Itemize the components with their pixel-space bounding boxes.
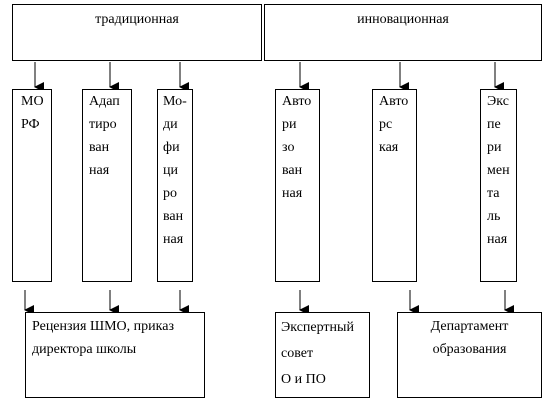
- adapted-line: ная: [89, 163, 110, 178]
- modified-line: ро: [163, 186, 177, 201]
- expert-council-line: О и ПО: [281, 372, 326, 387]
- traditional-box: традиционная: [12, 4, 262, 61]
- modified-line: ди: [163, 117, 178, 132]
- authorized-box: Авто ри зо ван ная: [275, 89, 320, 282]
- expert-council-line: Экспертный: [281, 320, 354, 335]
- department-box: Департамент образования: [397, 312, 542, 398]
- modified-box: Мо- ди фи ци ро ван ная: [157, 89, 193, 282]
- modified-line: ван: [163, 209, 184, 224]
- experimental-line: Экс: [487, 94, 509, 109]
- expert-council-box: Экспертный совет О и ПО: [275, 312, 370, 398]
- author-line: кая: [379, 140, 399, 155]
- department-line: Департамент: [430, 319, 509, 334]
- adapted-box: Адап тиро ван ная: [82, 89, 132, 282]
- adapted-line: тиро: [89, 117, 117, 132]
- review-traditional-line: Рецензия ШМО, приказ: [32, 319, 174, 334]
- traditional-label: традиционная: [95, 12, 179, 27]
- experimental-line: ль: [487, 209, 501, 224]
- experimental-line: мен: [487, 163, 510, 178]
- authorized-line: ван: [282, 163, 303, 178]
- experimental-box: Экс пе ри мен та ль ная: [480, 89, 517, 282]
- mo-rf-line: МО: [21, 94, 44, 109]
- modified-line: ная: [163, 232, 184, 247]
- innovative-box: инновационная: [264, 4, 542, 61]
- author-box: Авто рс кая: [372, 89, 417, 282]
- adapted-line: ван: [89, 140, 110, 155]
- mo-rf-line: РФ: [21, 117, 40, 132]
- authorized-line: Авто: [282, 94, 312, 109]
- review-traditional-line: директора школы: [32, 342, 137, 357]
- authorized-line: ная: [282, 186, 303, 201]
- author-line: Авто: [379, 94, 409, 109]
- innovative-label: инновационная: [357, 12, 449, 27]
- experimental-line: ная: [487, 232, 508, 247]
- modified-line: фи: [163, 140, 180, 155]
- experimental-line: пе: [487, 117, 501, 132]
- experimental-line: та: [487, 186, 500, 201]
- modified-line: ци: [163, 163, 178, 178]
- experimental-line: ри: [487, 140, 502, 155]
- review-traditional-box: Рецензия ШМО, приказ директора школы: [25, 312, 205, 398]
- adapted-line: Адап: [89, 94, 120, 109]
- modified-line: Мо-: [163, 94, 187, 109]
- authorized-line: ри: [282, 117, 297, 132]
- department-line: образования: [432, 342, 507, 357]
- author-line: рс: [379, 117, 393, 132]
- authorized-line: зо: [282, 140, 295, 155]
- mo-rf-box: МО РФ: [12, 89, 52, 282]
- expert-council-line: совет: [281, 346, 314, 361]
